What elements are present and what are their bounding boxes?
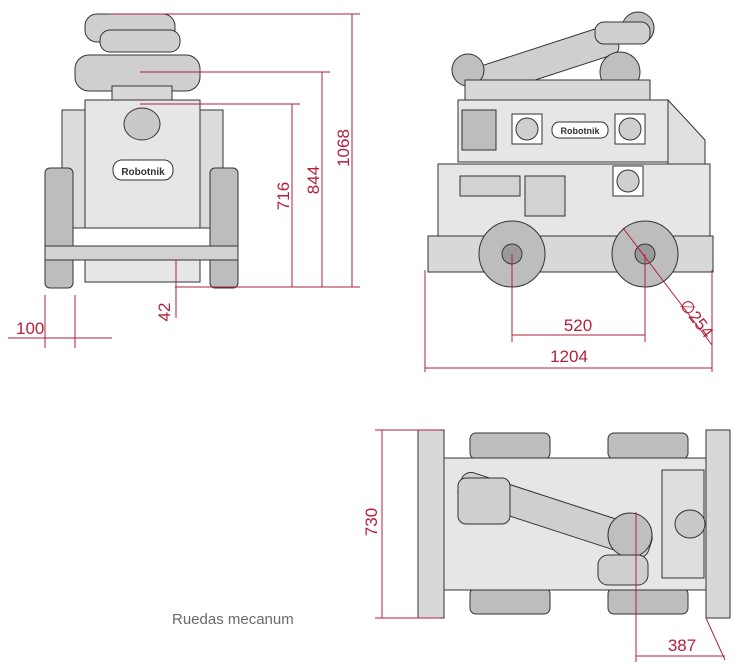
front-arm-upper-joint <box>99 29 181 53</box>
front-bumper <box>44 245 239 261</box>
top-wheel-front-right <box>607 432 689 460</box>
dim-front-height-arm-base: 844 <box>304 166 323 194</box>
dim-top-total-width: 730 <box>362 508 381 536</box>
side-screen <box>461 109 497 151</box>
dim-side-total-length: 1204 <box>550 347 588 366</box>
side-fan-lower-rotor <box>616 169 640 193</box>
top-wheel-rear-left <box>469 587 551 615</box>
side-fan-left-rotor <box>515 117 539 141</box>
front-dimensions <box>8 13 360 348</box>
side-fan-right-rotor <box>618 117 642 141</box>
side-arm-upper-link <box>594 21 651 45</box>
side-logo-text: Robotnik <box>561 126 601 136</box>
top-arm-elbow <box>607 512 653 558</box>
front-wheel-right <box>209 167 239 289</box>
side-lower-panel-1 <box>459 175 521 197</box>
front-logo-text: Robotnik <box>121 167 165 178</box>
top-lidar <box>674 509 706 539</box>
front-logo-plate <box>112 159 174 181</box>
dim-side-wheel-diameter: ∅254 <box>676 296 718 342</box>
front-wheel-left <box>44 167 74 289</box>
top-bumper-left <box>417 429 445 619</box>
top-wheel-rear-right <box>607 587 689 615</box>
top-arm-wrist <box>597 554 649 586</box>
side-view: Robotnik <box>427 11 714 288</box>
dim-side-wheelbase: 520 <box>564 316 592 335</box>
front-arm-base <box>111 85 173 101</box>
dim-front-height-body: 716 <box>274 182 293 210</box>
front-lidar <box>123 107 161 141</box>
side-logo-plate <box>551 121 609 139</box>
front-view: Robotnik <box>44 13 239 289</box>
top-arm-shoulder <box>457 477 511 525</box>
side-lower-body <box>437 163 711 237</box>
top-dimensions <box>375 429 726 662</box>
side-dimensions <box>424 227 713 372</box>
dim-front-ground-clearance: 42 <box>155 303 174 322</box>
top-view <box>417 429 731 619</box>
top-bumper-right <box>705 429 731 619</box>
dim-top-offset: 387 <box>668 636 696 655</box>
caption-mecanum-wheels: Ruedas mecanum <box>172 611 294 628</box>
dim-front-wheel-width: 100 <box>16 319 44 338</box>
side-rear-slope <box>667 98 706 166</box>
front-lower-plate <box>84 259 201 283</box>
side-lower-panel-2 <box>524 175 566 217</box>
dim-front-height-total: 1068 <box>334 129 353 167</box>
top-wheel-front-left <box>469 432 551 460</box>
side-arm-base <box>464 79 651 101</box>
